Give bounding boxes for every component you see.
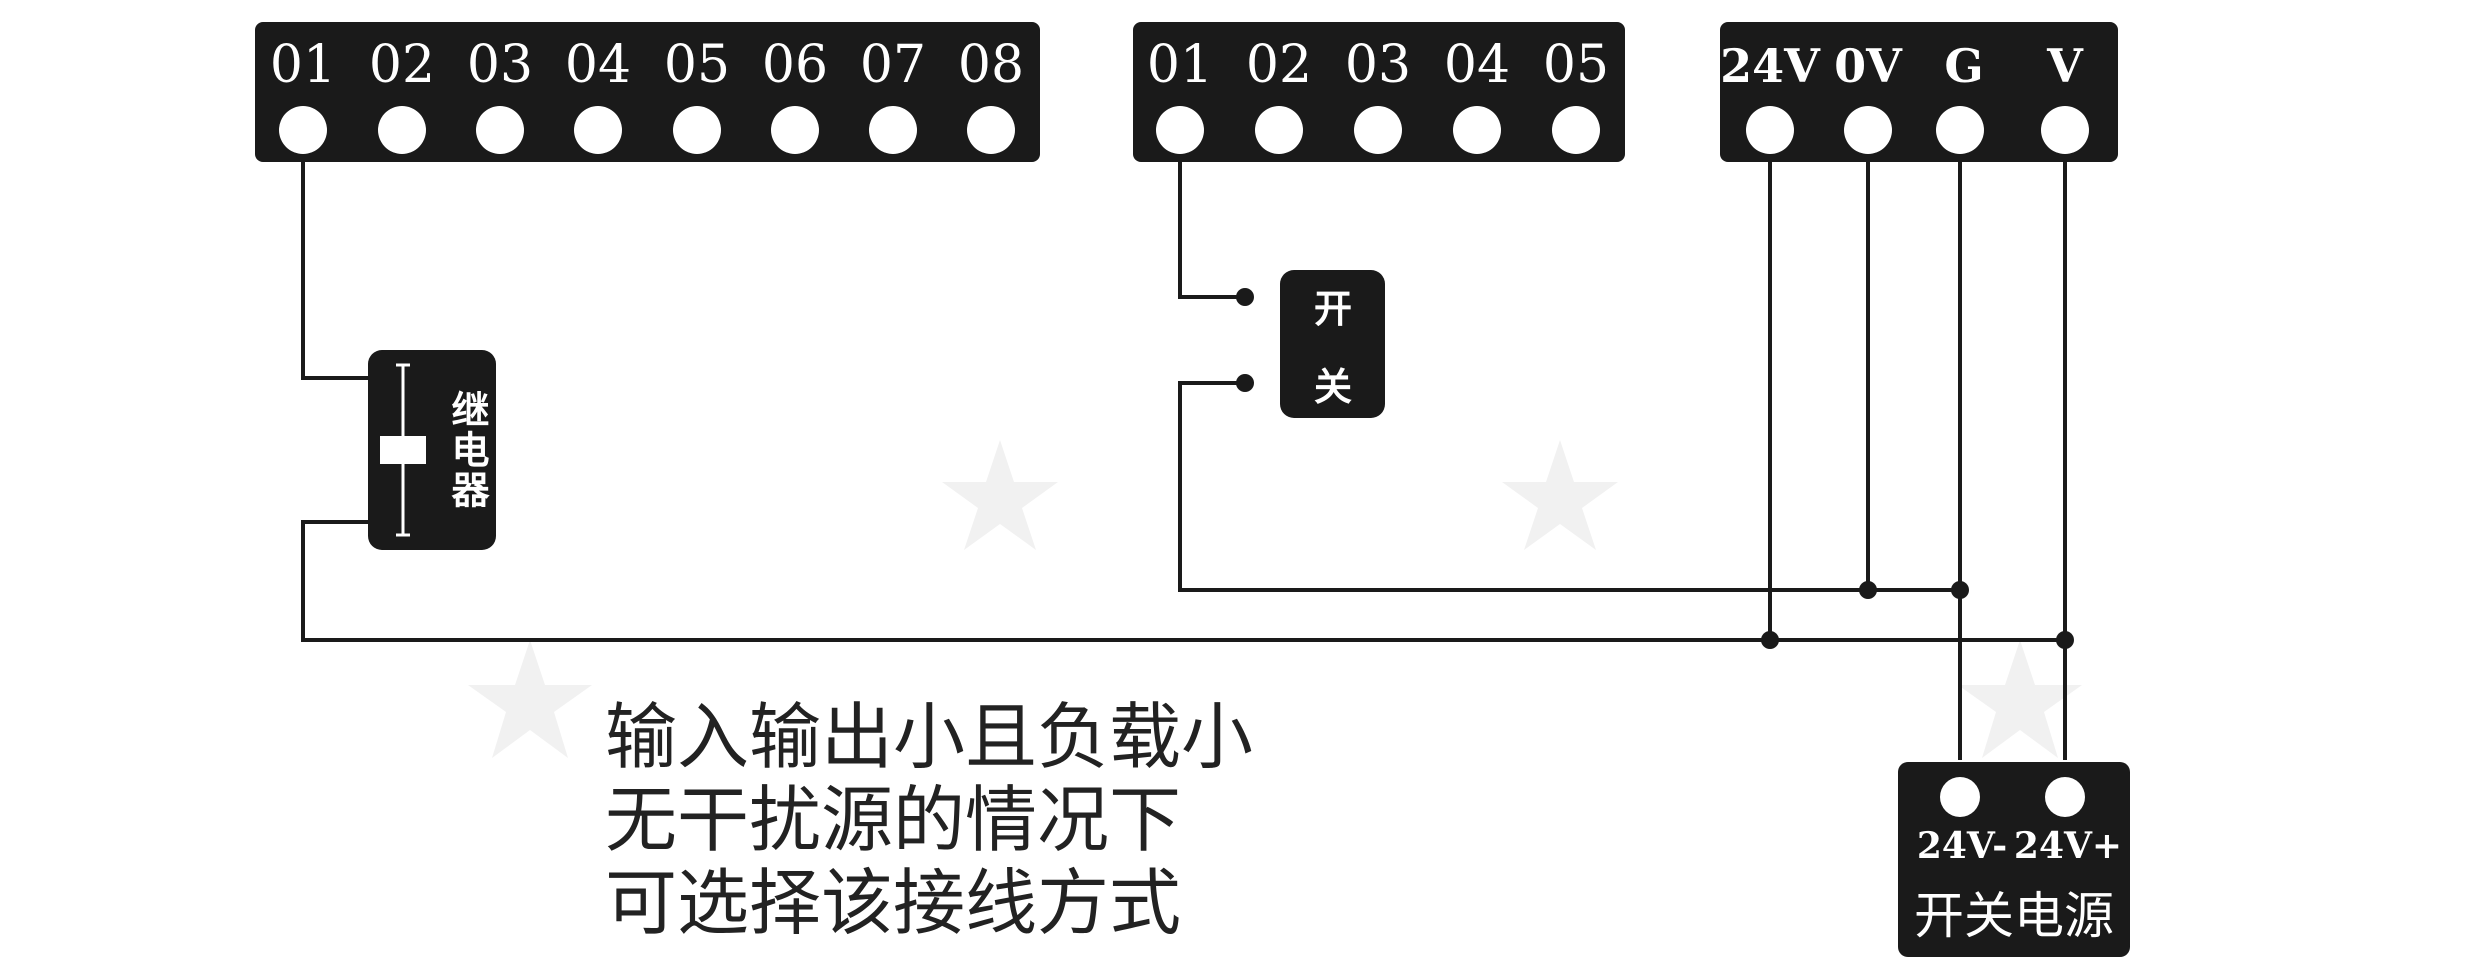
terminal-label: 05 — [664, 35, 730, 95]
terminal-label: 24V — [1720, 39, 1821, 93]
power-terminal-block: 24V 0V G V — [1720, 22, 2118, 162]
terminal-label: 01 — [270, 35, 336, 95]
terminal-label: 06 — [762, 35, 828, 95]
terminal-label: 0V — [1834, 39, 1903, 93]
terminal-screw — [1936, 106, 1984, 154]
terminal-label: 03 — [1345, 35, 1411, 95]
terminal-label: 07 — [860, 35, 926, 95]
wire-switch-top — [1178, 145, 1245, 299]
note-line: 输入输出小且负载小 — [605, 695, 1253, 779]
input-terminal-block: 01 02 03 04 05 — [1133, 22, 1625, 162]
output-terminal-block: 01 02 03 04 05 06 07 08 — [255, 22, 1040, 162]
psu-label: 开关电源 — [1914, 887, 2114, 945]
terminal-label: V — [2046, 39, 2084, 93]
wires — [301, 145, 2067, 760]
junction-dot — [1236, 374, 1254, 392]
terminal-screw — [1746, 106, 1794, 154]
junction-dot — [1236, 288, 1254, 306]
terminal-label: 04 — [565, 35, 631, 95]
terminal-screw — [1844, 106, 1892, 154]
terminal-screw — [279, 106, 327, 154]
terminal-label: 02 — [369, 35, 435, 95]
relay-label: 继电器 — [445, 390, 489, 510]
switch: 开 关 — [1280, 270, 1385, 418]
junction-dot — [2056, 631, 2074, 649]
terminal-label: 08 — [958, 35, 1024, 95]
terminal-screw — [1255, 106, 1303, 154]
terminal-screw — [2041, 106, 2089, 154]
terminal-label: 03 — [467, 35, 533, 95]
terminal-screw — [673, 106, 721, 154]
terminal-label: 01 — [1147, 35, 1213, 95]
note-line: 可选择该接线方式 — [605, 861, 1181, 945]
psu-terminal-minus — [1940, 777, 1980, 817]
terminal-screw — [1156, 106, 1204, 154]
terminal-label: 04 — [1444, 35, 1510, 95]
psu-terminal-plus — [2045, 777, 2085, 817]
terminal-label: 02 — [1246, 35, 1312, 95]
switching-power-supply: 24V- 24V+ 开关电源 — [1898, 762, 2130, 957]
relay: 继电器 — [368, 350, 496, 550]
junction-dot — [1951, 581, 1969, 599]
psu-plus-label: 24V+ — [2014, 825, 2122, 867]
terminal-label: 05 — [1543, 35, 1609, 95]
terminal-screw — [574, 106, 622, 154]
junction-dot — [1761, 631, 1779, 649]
junctions — [1236, 288, 2074, 649]
terminal-screw — [378, 106, 426, 154]
wire-relay-bottom — [301, 520, 2065, 642]
relay-coil-symbol — [380, 436, 426, 464]
switch-label-bottom: 关 — [1314, 365, 1352, 409]
wire-switch-bottom — [1178, 381, 1960, 592]
terminal-screw — [771, 106, 819, 154]
psu-minus-label: 24V- — [1917, 825, 2007, 867]
terminal-screw — [1453, 106, 1501, 154]
terminal-screw — [1552, 106, 1600, 154]
terminal-screw — [967, 106, 1015, 154]
terminal-label: G — [1944, 39, 1983, 93]
terminal-screw — [476, 106, 524, 154]
wire-relay-top — [301, 145, 375, 380]
note-line: 无干扰源的情况下 — [605, 778, 1181, 862]
terminal-screw — [1354, 106, 1402, 154]
terminal-screw — [869, 106, 917, 154]
watermark — [468, 440, 2082, 758]
switch-label-top: 开 — [1314, 287, 1352, 331]
note: 输入输出小且负载小 无干扰源的情况下 可选择该接线方式 — [605, 695, 1253, 945]
junction-dot — [1859, 581, 1877, 599]
